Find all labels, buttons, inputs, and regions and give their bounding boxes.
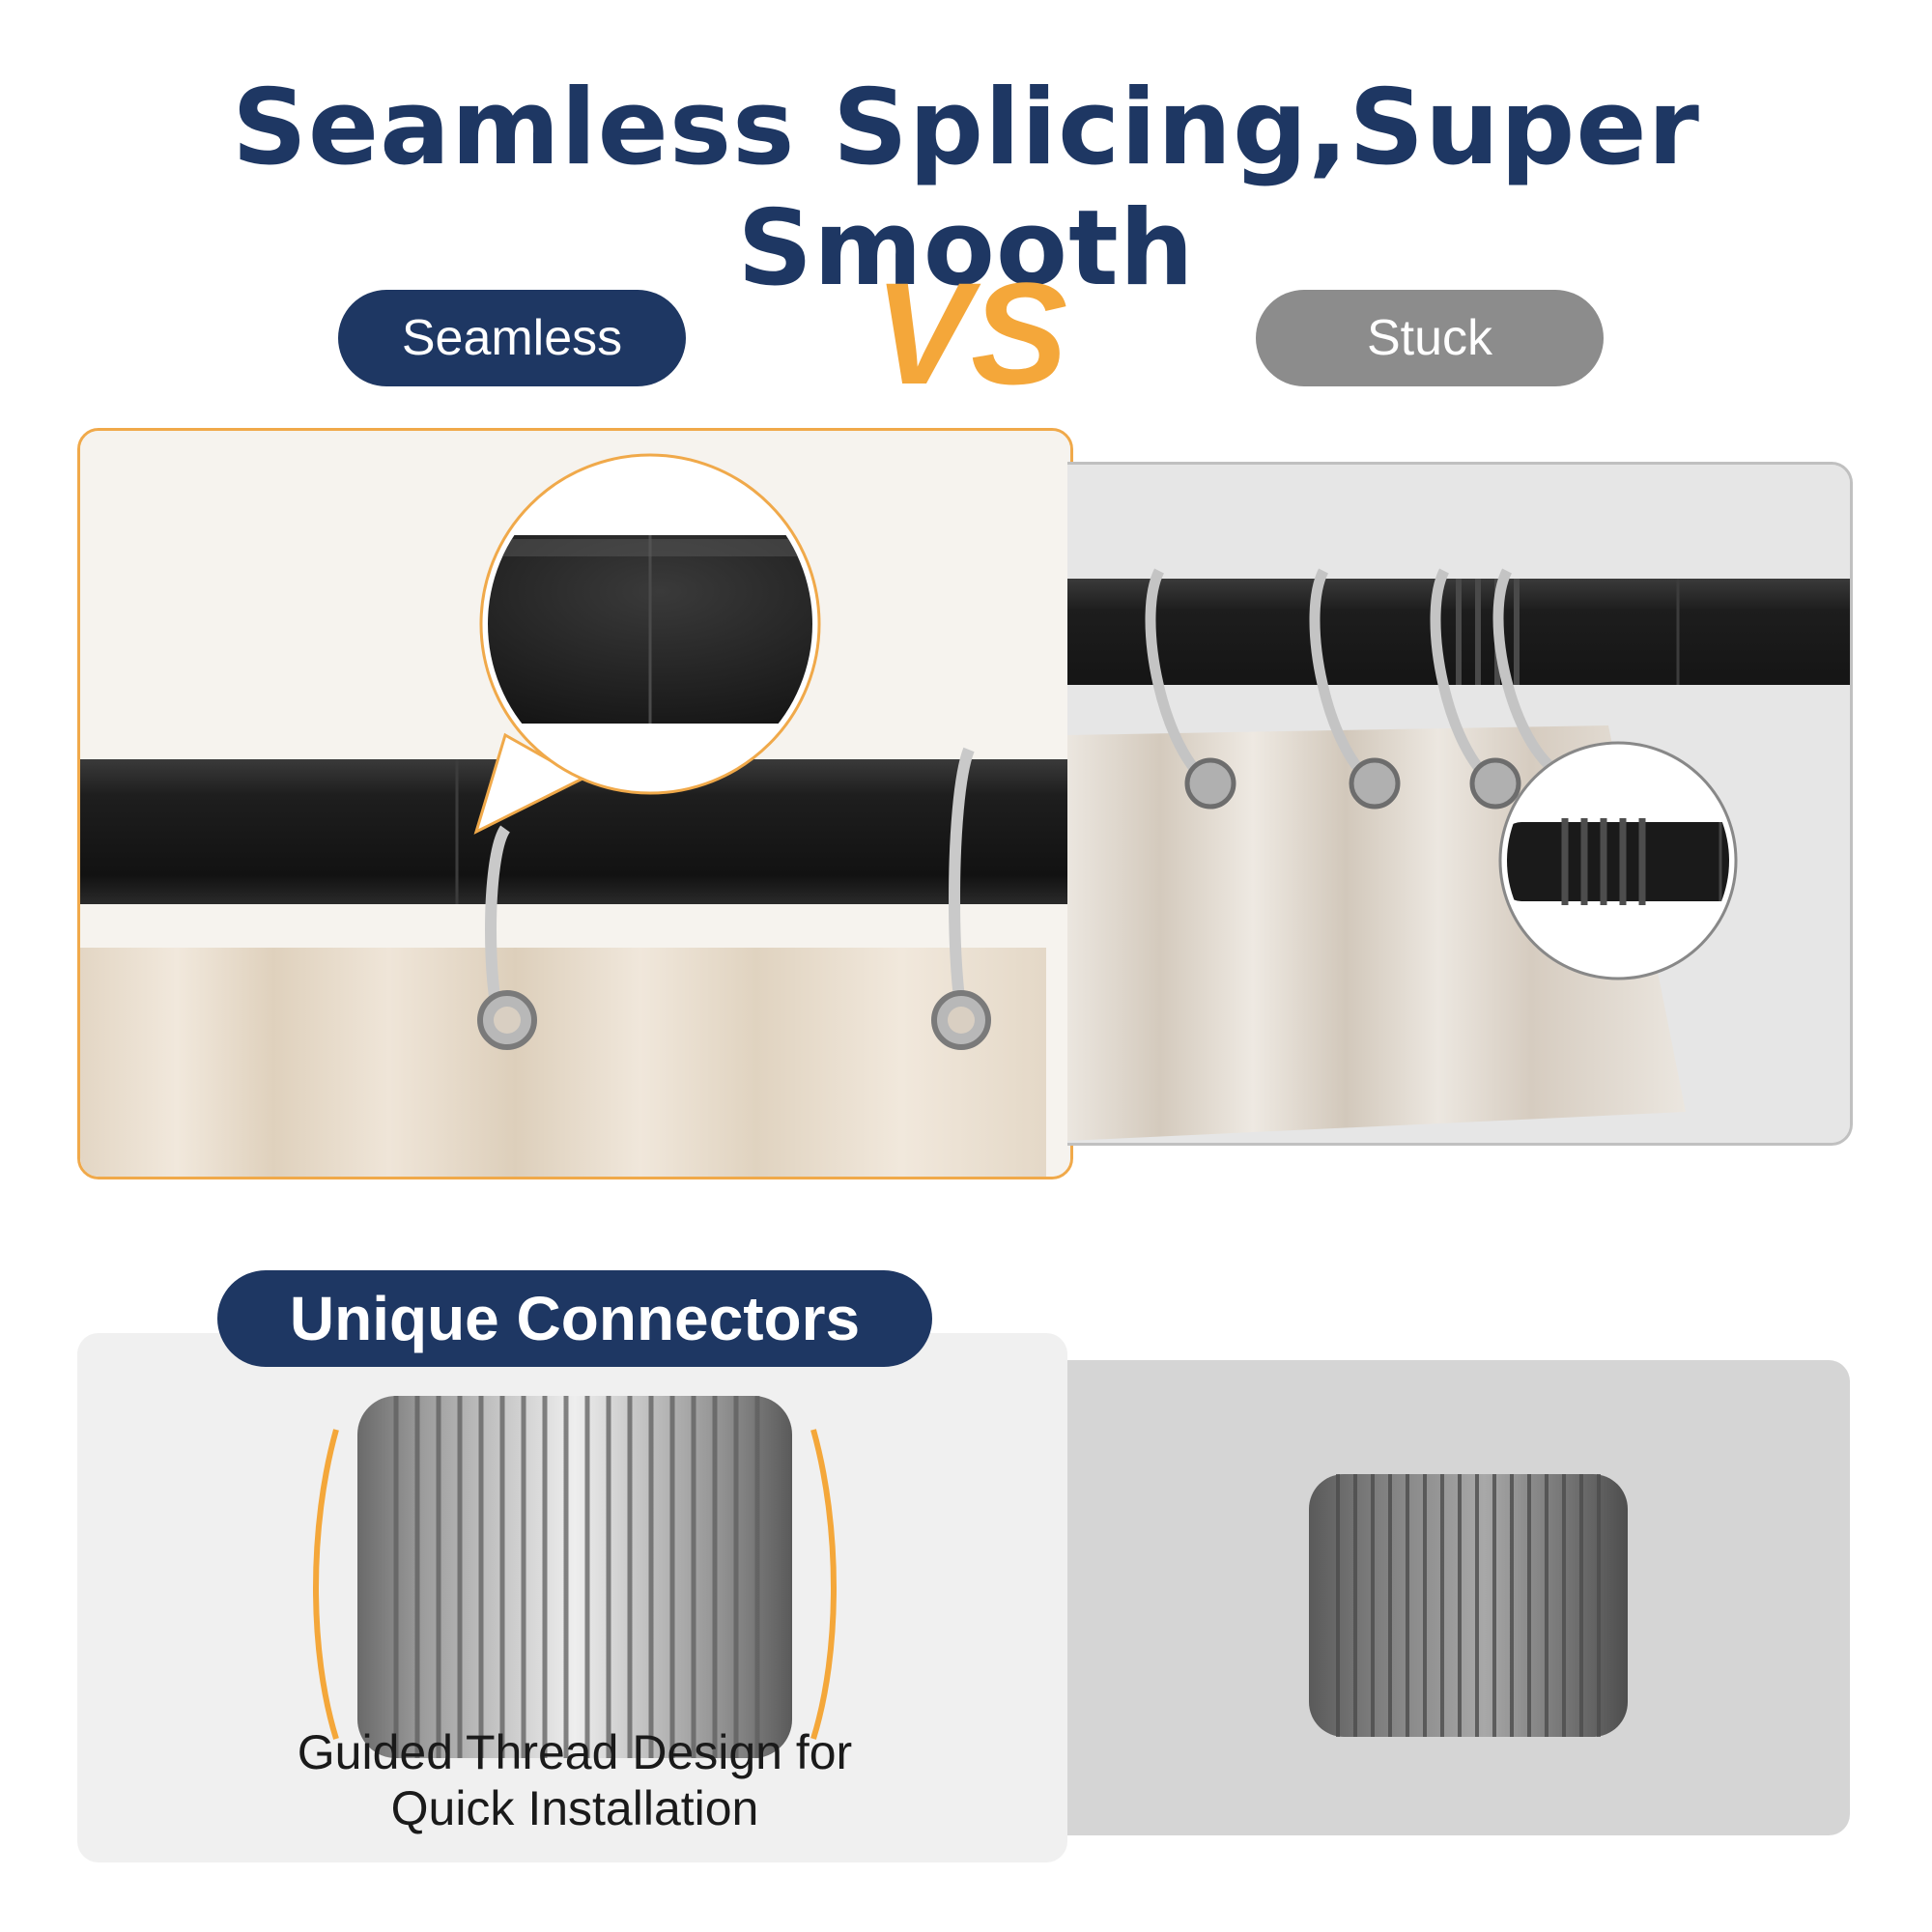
page-title: Seamless Splicing,Super Smooth: [232, 68, 1700, 309]
other-connector-panel: [1067, 1360, 1850, 1835]
plain-connector-illustration: [1309, 1474, 1628, 1737]
stuck-label: Stuck: [1256, 290, 1604, 386]
vs-label: VS: [873, 252, 1068, 414]
threaded-connector-illustration: [313, 1396, 837, 1758]
stuck-rod-image: [1067, 462, 1853, 1146]
seamless-rod-illustration: [80, 431, 1070, 1177]
caption-line-1: Guided Thread Design for: [297, 1725, 853, 1779]
unique-connectors-label: Unique Connectors: [217, 1270, 932, 1367]
connector-caption: Guided Thread Design for Quick Installat…: [193, 1724, 956, 1836]
seamless-label: Seamless: [338, 290, 686, 386]
caption-line-2: Quick Installation: [390, 1781, 759, 1835]
connector-panel: [77, 1333, 1067, 1862]
stuck-rod-illustration: [1067, 465, 1850, 1143]
seamless-rod-image: [77, 428, 1073, 1179]
